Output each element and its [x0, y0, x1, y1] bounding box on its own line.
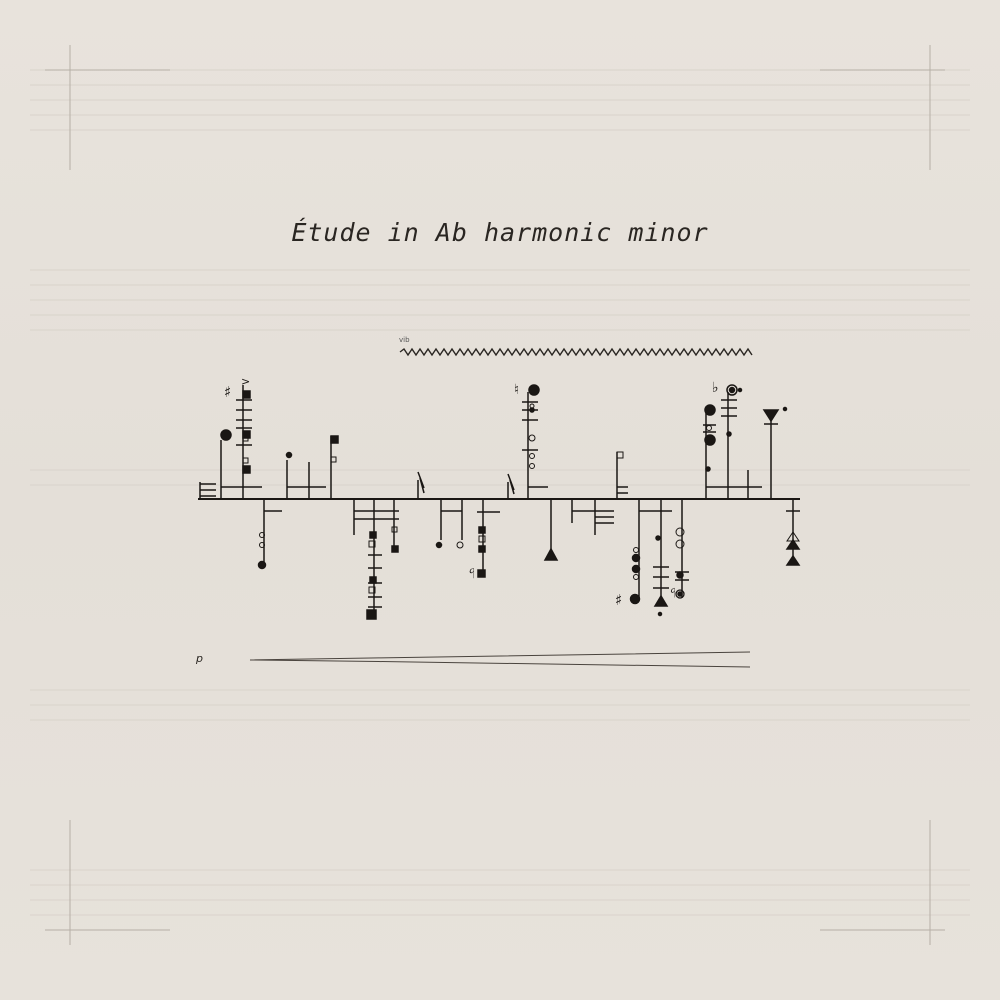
note-cluster — [257, 499, 282, 570]
note-cluster — [285, 435, 339, 499]
note-cluster — [785, 499, 801, 566]
note-cluster: ♮ — [514, 382, 548, 499]
note-cluster — [353, 499, 399, 620]
sharp-icon: ♯ — [224, 383, 231, 401]
vibrato-line — [399, 347, 753, 357]
note-cluster — [417, 471, 425, 499]
clef-mark — [199, 482, 216, 499]
note-cluster: ♯ ♭ — [615, 499, 689, 617]
flat-icon: ♭ — [712, 380, 719, 396]
note-cluster: ♭ — [435, 499, 500, 580]
faint-staff-rules — [30, 69, 970, 916]
decrescendo-hairpin — [249, 651, 751, 668]
sharp-icon: ♯ — [615, 591, 622, 609]
notation: ♯ > — [198, 375, 801, 620]
note-cluster: ♭ — [703, 380, 788, 499]
flat-icon: ♭ — [670, 584, 676, 599]
note-cluster — [543, 499, 559, 561]
note-cluster — [507, 473, 515, 499]
dynamic-mark: p — [195, 652, 203, 665]
crop-marks — [45, 45, 945, 945]
accent-icon: > — [241, 375, 250, 388]
tempo-mark: vib — [399, 336, 410, 344]
note-cluster — [571, 451, 628, 535]
piece-title: Étude in Ab harmonic minor — [291, 218, 709, 247]
flat-icon: ♭ — [468, 564, 475, 580]
note-cluster: ♯ > — [220, 375, 262, 499]
natural-icon: ♮ — [514, 382, 519, 398]
